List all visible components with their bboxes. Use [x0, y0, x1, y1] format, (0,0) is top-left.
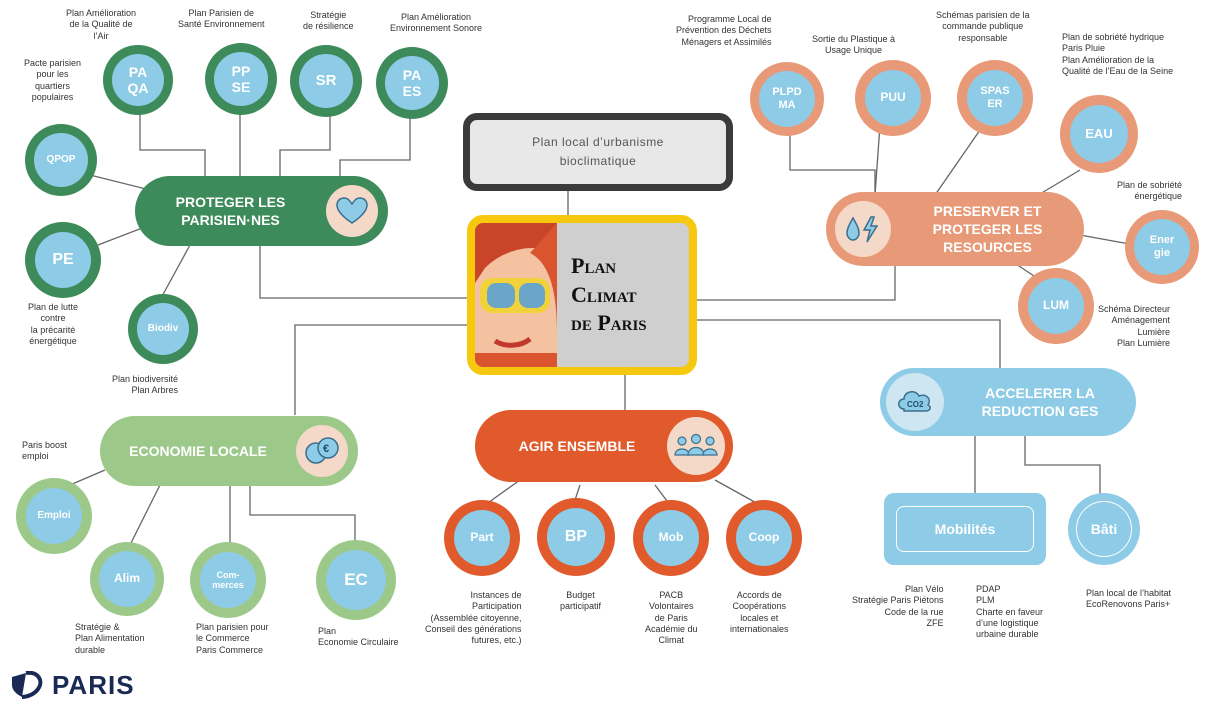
- node-pe-label: PE: [35, 232, 91, 288]
- node-pe[interactable]: PE: [25, 222, 101, 298]
- node-biodiv-label: Biodiv: [137, 303, 189, 355]
- desc-qpop: Pacte parisien pour les quartiers popula…: [24, 58, 82, 102]
- branch-economie[interactable]: ECONOMIE LOCALE €: [100, 416, 358, 486]
- people-group-icon: [667, 417, 725, 475]
- node-emploi-label: Emploi: [26, 488, 82, 544]
- desc-alim: Stratégie & Plan Alimentation durable: [75, 622, 145, 655]
- desc-part: Instances de Participation (Assemblée ci…: [425, 590, 522, 645]
- desc-ppse: Plan Parisien de Santé Environnement: [178, 8, 265, 30]
- desc-ec: Plan Economie Circulaire: [318, 626, 399, 648]
- branch-proteger-label: PROTEGER LES PARISIEN·NES: [175, 193, 286, 228]
- desc-lum: Schéma Directeur Aménagement Lumière Pla…: [1098, 304, 1171, 348]
- node-lum-label: LUM: [1028, 278, 1084, 334]
- plu-bioclimatique-box: Plan local d’urbanisme bioclimatique: [463, 113, 733, 191]
- desc-bp: Budget participatif: [560, 590, 602, 612]
- node-lum[interactable]: LUM: [1018, 268, 1094, 344]
- node-ec-label: EC: [326, 550, 386, 610]
- water-energy-icon: [835, 201, 891, 257]
- desc-paes: Plan Amélioration Environnement Sonore: [390, 12, 483, 34]
- desc-mob: PACB Volontaires de Paris Académie du Cl…: [645, 590, 698, 645]
- desc-biodiv: Plan biodiversité Plan Arbres: [112, 374, 179, 396]
- node-plpdma[interactable]: PLPD MA: [750, 62, 824, 136]
- node-puu-label: PUU: [865, 70, 921, 126]
- desc-coop: Accords de Coopérations locales et inter…: [730, 590, 789, 634]
- desc-pe: Plan de lutte contre la précarité énergé…: [28, 302, 79, 346]
- node-paes[interactable]: PA ES: [376, 47, 448, 119]
- pop-art-woman-image: [475, 223, 557, 367]
- desc-mobilites-right: PDAP PLM Charte en faveur d’une logistiq…: [976, 584, 1044, 639]
- node-spaser[interactable]: SPAS ER: [957, 60, 1033, 136]
- central-title-line3: de Paris: [571, 310, 647, 336]
- branch-accelerer[interactable]: CO2 ACCELERER LA REDUCTION GES: [880, 368, 1136, 436]
- co2-cloud-icon: CO2: [886, 373, 944, 431]
- node-spaser-label: SPAS ER: [967, 70, 1023, 126]
- paris-logo-text: PARIS: [52, 670, 135, 700]
- node-ppse[interactable]: PP SE: [205, 43, 277, 115]
- svg-text:€: €: [323, 443, 329, 455]
- svg-text:CO2: CO2: [907, 400, 924, 409]
- node-energie-label: Ener gie: [1134, 219, 1190, 275]
- node-coop-label: Coop: [736, 510, 792, 566]
- node-eau[interactable]: EAU: [1060, 95, 1138, 173]
- desc-commerces: Plan parisien pour le Commerce Paris Com…: [196, 622, 269, 655]
- node-commerces-label: Com- merces: [200, 552, 256, 608]
- node-qpop[interactable]: QPOP: [25, 124, 97, 196]
- node-bati[interactable]: Bâti: [1068, 493, 1140, 565]
- branch-economie-label: ECONOMIE LOCALE: [129, 442, 267, 459]
- node-qpop-label: QPOP: [34, 133, 88, 187]
- node-mobilites-label: Mobilités: [896, 506, 1034, 552]
- branch-proteger[interactable]: PROTEGER LES PARISIEN·NES: [135, 176, 388, 246]
- node-ec[interactable]: EC: [316, 540, 396, 620]
- desc-paqa: Plan Amélioration de la Qualité de l’Air: [66, 8, 137, 41]
- node-mob-label: Mob: [643, 510, 699, 566]
- paris-logo-icon: [12, 670, 43, 699]
- node-mob[interactable]: Mob: [633, 500, 709, 576]
- branch-accelerer-label: ACCELERER LA REDUCTION GES: [981, 384, 1099, 419]
- desc-bati: Plan local de l’habitat EcoRenovons Pari…: [1086, 588, 1172, 610]
- node-sr[interactable]: SR: [290, 45, 362, 117]
- node-emploi[interactable]: Emploi: [16, 478, 92, 554]
- desc-mobilites-left: Plan Vélo Stratégie Paris Piétons Code d…: [852, 584, 944, 628]
- node-paqa[interactable]: PA QA: [103, 45, 173, 115]
- desc-eau: Plan de sobriété hydrique Paris Pluie Pl…: [1062, 32, 1174, 76]
- plu-label: Plan local d’urbanisme bioclimatique: [532, 134, 664, 168]
- node-energie[interactable]: Ener gie: [1125, 210, 1199, 284]
- coins-icon: €: [296, 425, 348, 477]
- node-ppse-label: PP SE: [214, 52, 268, 106]
- node-part-label: Part: [454, 510, 510, 566]
- desc-plpdma: Programme Local de Prévention des Déchet…: [676, 14, 772, 47]
- node-bp-label: BP: [547, 508, 605, 566]
- branch-agir[interactable]: AGIR ENSEMBLE: [475, 410, 733, 482]
- desc-puu: Sortie du Plastique à Usage Unique: [812, 34, 896, 56]
- central-plan-box: Plan Climat de Paris: [467, 215, 697, 375]
- node-mobilites[interactable]: Mobilités: [884, 493, 1046, 565]
- desc-emploi: Paris boost emploi: [22, 440, 68, 462]
- desc-sr: Stratégie de résilience: [303, 10, 354, 32]
- node-eau-label: EAU: [1070, 105, 1128, 163]
- node-paes-label: PA ES: [385, 56, 439, 110]
- node-coop[interactable]: Coop: [726, 500, 802, 576]
- desc-energie: Plan de sobriété énergétique: [1117, 180, 1183, 202]
- paris-logo: PARIS: [8, 670, 135, 701]
- node-sr-label: SR: [299, 54, 353, 108]
- desc-spaser: Schémas parisien de la commande publique…: [936, 10, 1030, 43]
- node-alim-label: Alim: [99, 551, 155, 607]
- node-puu[interactable]: PUU: [855, 60, 931, 136]
- branch-preserver[interactable]: PRESERVER ET PROTEGER LES RESOURCES: [826, 192, 1084, 266]
- node-commerces[interactable]: Com- merces: [190, 542, 266, 618]
- node-bati-label: Bâti: [1076, 501, 1132, 557]
- central-title-line2: Climat: [571, 281, 637, 307]
- node-paqa-label: PA QA: [112, 54, 164, 106]
- node-part[interactable]: Part: [444, 500, 520, 576]
- central-title-line1: Plan: [571, 253, 617, 279]
- node-plpdma-label: PLPD MA: [759, 71, 815, 127]
- node-bp[interactable]: BP: [537, 498, 615, 576]
- branch-preserver-label: PRESERVER ET PROTEGER LES RESOURCES: [932, 202, 1043, 256]
- central-title: Plan Climat de Paris: [557, 223, 689, 367]
- branch-agir-label: AGIR ENSEMBLE: [518, 437, 636, 454]
- node-biodiv[interactable]: Biodiv: [128, 294, 198, 364]
- heart-hands-icon: [326, 185, 378, 237]
- node-alim[interactable]: Alim: [90, 542, 164, 616]
